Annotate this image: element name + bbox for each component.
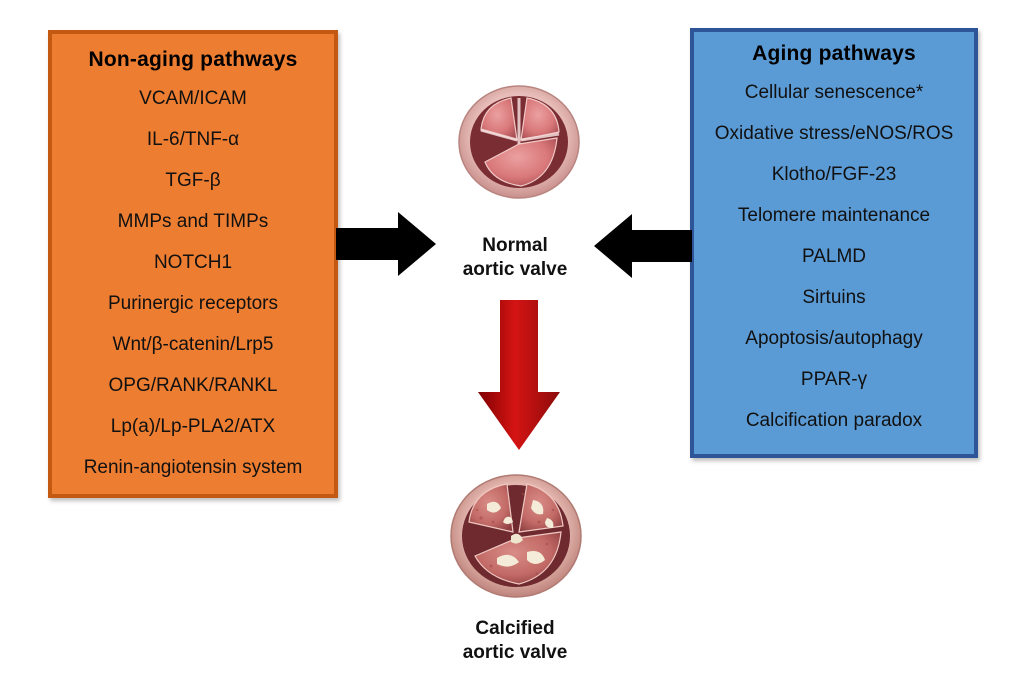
non-aging-pathways-panel: Non-aging pathways VCAM/ICAM IL-6/TNF-α … <box>48 30 338 498</box>
non-aging-item-mmps-timps: MMPs and TIMPs <box>117 211 269 232</box>
non-aging-item-tgf-beta: TGF-β <box>165 170 221 191</box>
arrow-down-icon <box>478 300 560 450</box>
aging-item-calcification-paradox: Calcification paradox <box>745 410 923 431</box>
normal-aortic-valve-image <box>458 85 580 199</box>
aging-pathways-list: Cellular senescence* Oxidative stress/eN… <box>694 72 974 441</box>
arrow-right-icon <box>336 212 436 276</box>
normal-aortic-valve-label: Normal aortic valve <box>430 234 600 282</box>
normal-label-line2: aortic valve <box>462 259 568 280</box>
non-aging-item-lpa: Lp(a)/Lp-PLA2/ATX <box>110 416 276 437</box>
aging-item-telomere: Telomere maintenance <box>737 205 931 226</box>
calcified-label-line2: aortic valve <box>462 642 568 663</box>
non-aging-item-opg-rank: OPG/RANK/RANKL <box>108 375 278 396</box>
aging-item-apoptosis: Apoptosis/autophagy <box>745 328 923 349</box>
normal-label-line1: Normal <box>482 235 548 256</box>
aging-item-senescence: Cellular senescence* <box>744 82 924 103</box>
non-aging-item-purinergic: Purinergic receptors <box>107 293 279 314</box>
calcified-label-line1: Calcified <box>475 618 555 639</box>
non-aging-item-renin: Renin-angiotensin system <box>83 457 303 478</box>
non-aging-item-il6-tnf: IL-6/TNF-α <box>146 129 240 150</box>
aging-pathways-title: Aging pathways <box>752 42 916 65</box>
arrow-left-icon <box>594 214 692 278</box>
non-aging-item-vcam-icam: VCAM/ICAM <box>139 88 247 109</box>
aging-item-oxidative-stress: Oxidative stress/eNOS/ROS <box>714 123 954 144</box>
aging-item-sirtuins: Sirtuins <box>802 287 866 308</box>
aging-pathways-panel: Aging pathways Cellular senescence* Oxid… <box>690 28 978 458</box>
aging-item-klotho: Klotho/FGF-23 <box>771 164 897 185</box>
non-aging-pathways-title: Non-aging pathways <box>88 48 298 71</box>
non-aging-item-wnt: Wnt/β-catenin/Lrp5 <box>112 334 274 355</box>
non-aging-item-notch1: NOTCH1 <box>153 252 233 273</box>
calcified-aortic-valve-label: Calcified aortic valve <box>430 617 600 665</box>
aging-item-palmd: PALMD <box>801 246 867 267</box>
aging-item-ppar: PPAR-γ <box>800 369 868 390</box>
non-aging-pathways-list: VCAM/ICAM IL-6/TNF-α TGF-β MMPs and TIMP… <box>52 78 334 488</box>
calcified-aortic-valve-image <box>450 474 582 598</box>
